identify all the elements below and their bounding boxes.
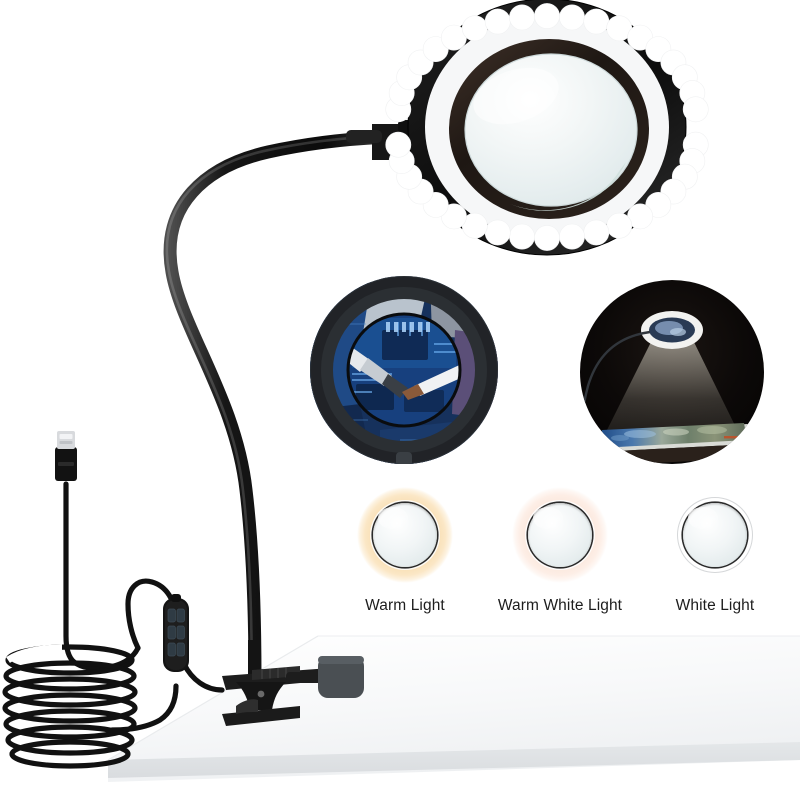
light-mode-options: Warm Light Warm White Light White Light (330, 487, 790, 622)
white-light-lens (683, 503, 747, 567)
warm-light-swatch (357, 487, 453, 583)
white-light-swatch (667, 487, 763, 583)
warm-white-light-lens (528, 503, 592, 567)
light-mode-option-warm-light[interactable]: Warm Light (330, 487, 480, 615)
inset-magnified-circuit-board (310, 276, 498, 464)
usb-power-cable (2, 481, 225, 769)
warm-light-label: Warm Light (365, 597, 445, 614)
white-light-label: White Light (675, 597, 755, 614)
warm-white-light-swatch (512, 487, 608, 583)
warm-white-light-label: Warm White Light (497, 597, 623, 614)
led-ring (385, 3, 709, 251)
warm-light-lens (373, 503, 437, 567)
inset-dark-room-illumination (580, 280, 764, 464)
inline-button-controller[interactable] (163, 594, 189, 672)
lamp-head-assembly (385, 0, 709, 256)
desk-clamp (222, 640, 364, 726)
desk-table (107, 635, 800, 782)
light-mode-option-warm-white-light[interactable]: Warm White Light (485, 487, 635, 615)
usb-connector (55, 431, 77, 481)
light-mode-option-white-light[interactable]: White Light (640, 487, 790, 615)
